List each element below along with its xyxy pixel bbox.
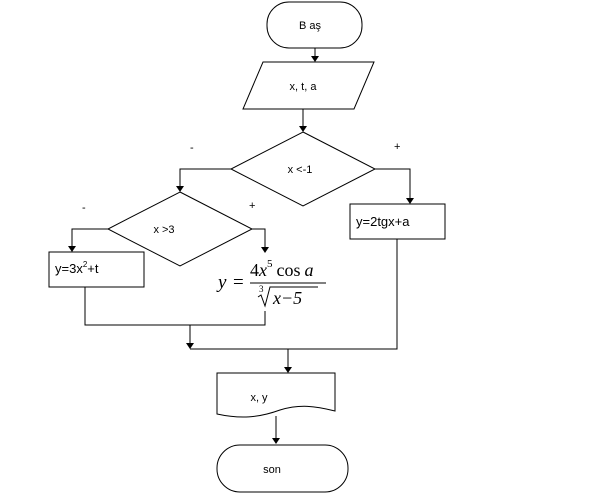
formula-lhs: y bbox=[216, 272, 227, 293]
start-terminal: B aş bbox=[266, 1, 363, 49]
connector-input-decision bbox=[299, 109, 307, 132]
connector-start-input bbox=[311, 48, 319, 62]
root-index: 3 bbox=[259, 284, 264, 294]
decision-inner-yes-sign: + bbox=[249, 200, 255, 212]
connector-main-yes bbox=[375, 168, 414, 204]
decision-main-label: x <-1 bbox=[288, 164, 313, 176]
decision-main-no-sign: - bbox=[190, 142, 194, 154]
process-right-label: y=2tgx+a bbox=[356, 214, 410, 229]
decision-main-diamond: x <-1 bbox=[229, 131, 377, 207]
formula-denominator: x−5 bbox=[272, 288, 302, 308]
process-left-box: y=3x2+t bbox=[48, 251, 145, 288]
decision-inner-label: x >3 bbox=[153, 224, 174, 236]
start-label: B aş bbox=[299, 20, 322, 32]
connector-inner-no bbox=[68, 228, 108, 252]
decision-inner-diamond: x >3 bbox=[106, 191, 254, 267]
connector-left-merge bbox=[84, 287, 266, 349]
output-document: x, y bbox=[216, 372, 336, 418]
output-label: x, y bbox=[250, 392, 268, 404]
connector-main-no bbox=[176, 168, 231, 192]
process-left-label: y=3x2+t bbox=[55, 260, 99, 276]
decision-inner-no-sign: - bbox=[82, 202, 86, 214]
decision-main-yes-sign: + bbox=[394, 141, 400, 153]
end-terminal: son bbox=[216, 444, 349, 493]
connector-right-merge bbox=[190, 239, 398, 373]
root-sign bbox=[257, 286, 318, 308]
connector-output-end bbox=[272, 416, 280, 444]
end-label: son bbox=[263, 464, 281, 476]
process-right-box: y=2tgx+a bbox=[349, 203, 446, 240]
formula-equals: = bbox=[233, 272, 244, 293]
input-parallelogram: x, t, a bbox=[242, 61, 375, 110]
input-label: x, t, a bbox=[290, 81, 318, 93]
connector-inner-yes bbox=[252, 228, 269, 253]
